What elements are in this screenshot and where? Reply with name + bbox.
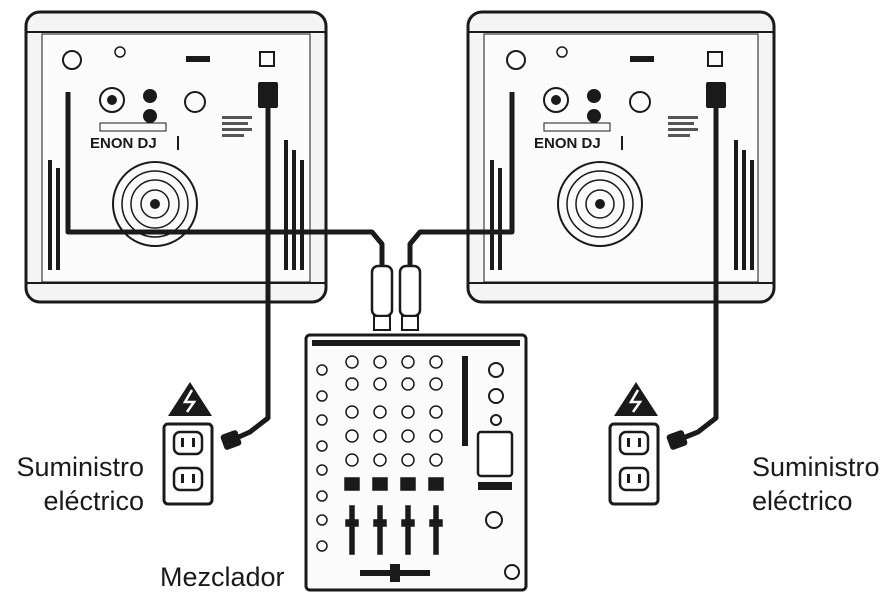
mixer-knob <box>345 355 359 369</box>
mixer-knob <box>316 364 328 376</box>
mixer-knob <box>373 453 387 467</box>
mixer-knob <box>316 514 328 526</box>
power-supply-label-right-line2: eléctrico <box>752 486 853 516</box>
right-heatsink <box>490 140 754 270</box>
mixer-channel-fader <box>349 505 355 555</box>
right-fan-grille <box>557 161 643 247</box>
left-wall-outlet <box>162 422 214 506</box>
xlr-plug-left <box>370 264 394 331</box>
mixer-knob <box>429 355 443 369</box>
mixer-channel-strip <box>400 355 416 555</box>
dj-mixer <box>304 333 528 592</box>
mixer-knob <box>316 440 328 452</box>
audio-cable-right <box>407 92 515 268</box>
mixer-knob <box>373 429 387 443</box>
mixer-channel-strip <box>428 355 444 555</box>
left-eq-knob <box>114 46 126 58</box>
left-fan-grille <box>112 161 198 247</box>
mixer-knob <box>345 377 359 391</box>
power-supply-label-left: Suministro eléctrico <box>8 450 144 518</box>
mixer-knob <box>429 377 443 391</box>
mixer-knob <box>345 429 359 443</box>
mixer-knob <box>345 405 359 419</box>
right-xlr-output-jack <box>629 91 651 113</box>
right-combo-input-jack <box>543 87 569 113</box>
mixer-knob <box>373 405 387 419</box>
mixer-channel-strip <box>344 355 360 555</box>
right-volume-knob <box>506 50 526 70</box>
right-power-inlet <box>706 82 726 108</box>
mixer-cue-button <box>428 477 444 491</box>
left-volume-knob <box>62 50 82 70</box>
right-power-plug <box>666 430 688 450</box>
left-xlr-output-jack <box>184 91 206 113</box>
right-wall-outlet <box>608 422 660 506</box>
mixer-channel-strip <box>372 355 388 555</box>
power-supply-label-left-line1: Suministro <box>16 452 144 482</box>
power-supply-label-left-line2: eléctrico <box>43 486 144 516</box>
xlr-plug-right <box>398 264 422 331</box>
left-power-switch <box>259 51 275 67</box>
mixer-label: Mezclador <box>160 562 285 592</box>
mixer-knob <box>316 540 328 552</box>
mixer-knob <box>345 453 359 467</box>
mixer-knob <box>373 355 387 369</box>
right-speaker-rear-panel: ENON DJ <box>466 10 776 304</box>
power-supply-label-right: Suministro eléctrico <box>752 450 892 518</box>
mixer-knob <box>316 414 328 426</box>
power-cable-right <box>677 108 719 443</box>
audio-cable-left <box>65 92 385 268</box>
left-speaker-rear-panel: ENON DJ <box>24 10 328 304</box>
mixer-channel-fader <box>433 505 439 555</box>
right-rca-jack <box>587 89 601 103</box>
right-electric-warning-icon <box>614 382 658 416</box>
mixer-cue-button <box>344 477 360 491</box>
mixer-knob <box>401 355 415 369</box>
mixer-channel-fader <box>405 505 411 555</box>
right-power-switch <box>707 51 723 67</box>
left-electric-warning-icon <box>168 382 212 416</box>
mixer-cue-button <box>400 477 416 491</box>
mixer-knob <box>316 464 328 476</box>
mixer-knob <box>429 429 443 443</box>
left-rca-jack <box>143 89 157 103</box>
mixer-knob <box>401 429 415 443</box>
mixer-cue-button <box>372 477 388 491</box>
right-eq-knob <box>556 46 568 58</box>
left-heatsink <box>48 140 304 270</box>
left-power-plug <box>220 430 242 450</box>
left-power-inlet <box>258 82 278 108</box>
mixer-knob <box>316 390 328 402</box>
power-cable-left <box>230 108 271 443</box>
mixer-knob <box>401 405 415 419</box>
mixer-channel-fader <box>377 505 383 555</box>
left-combo-input-jack <box>99 87 125 113</box>
left-speaker-brand: ENON DJ <box>90 135 157 152</box>
mixer-level-meter <box>462 356 468 446</box>
right-speaker-brand: ENON DJ <box>534 135 601 152</box>
mixer-knob <box>373 377 387 391</box>
mixer-knob <box>401 377 415 391</box>
mixer-knob <box>429 405 443 419</box>
mixer-display <box>476 430 514 478</box>
power-supply-label-right-line1: Suministro <box>752 452 880 482</box>
mixer-knob <box>429 453 443 467</box>
mixer-knob <box>401 453 415 467</box>
mixer-knob <box>316 490 328 502</box>
